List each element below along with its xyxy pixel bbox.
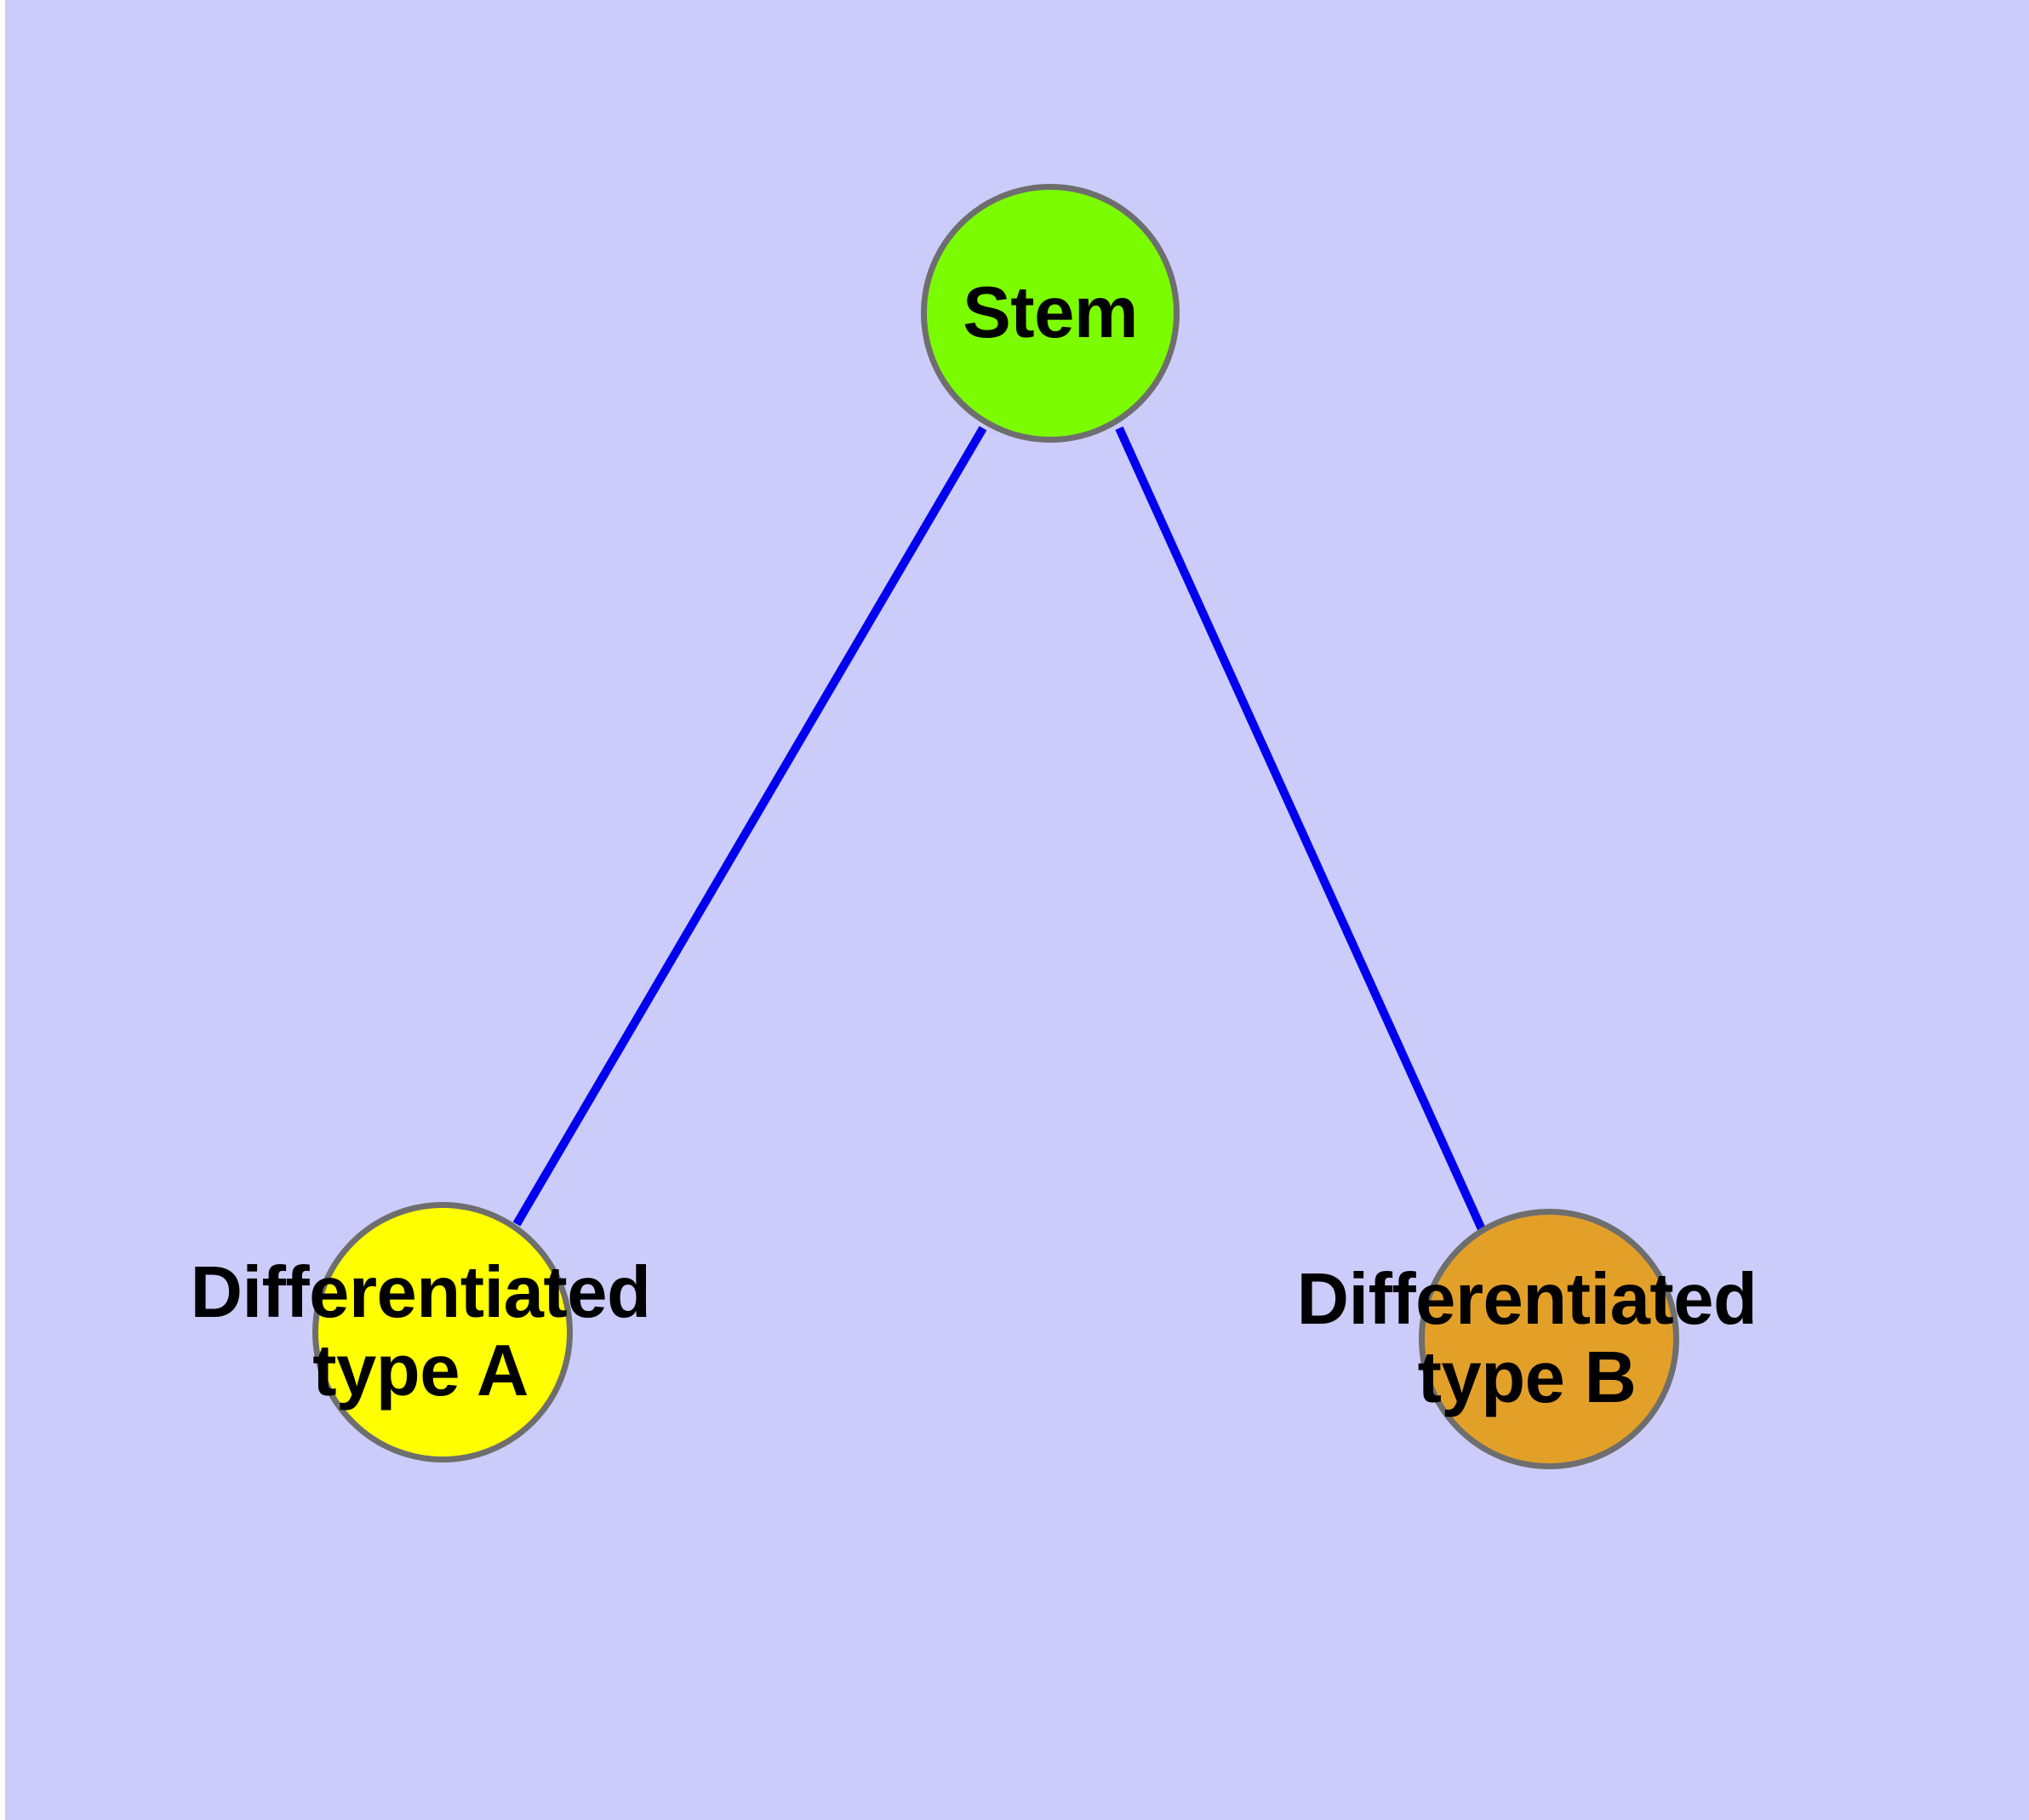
node-differentiated-type-b[interactable]: [1419, 1209, 1679, 1469]
node-differentiated-type-a[interactable]: [312, 1202, 573, 1462]
edge-stem-to-differentiated-type-a: [512, 426, 987, 1227]
node-stem[interactable]: [921, 184, 1180, 443]
edge-stem-to-differentiated-type-b: [1115, 426, 1486, 1232]
